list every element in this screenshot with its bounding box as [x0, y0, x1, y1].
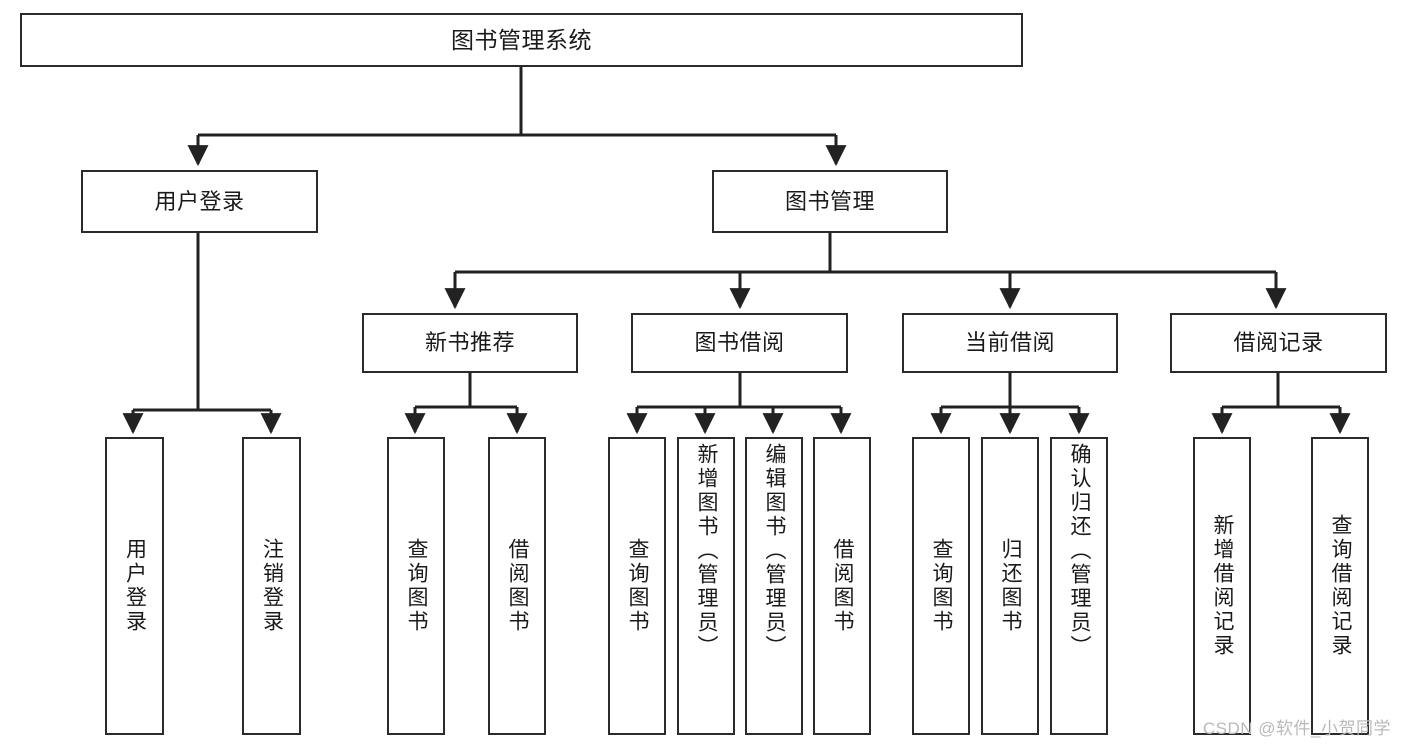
node-label: 借阅记录 [1233, 330, 1324, 356]
leaf-current-borrow-query-book[interactable]: 查询图书 [912, 437, 970, 735]
leaf-current-borrow-return-book[interactable]: 归还图书 [981, 437, 1039, 735]
node-label: 新书推荐 [424, 330, 515, 356]
node-label: 当前借阅 [964, 330, 1055, 356]
leaf-book-borrow-borrow-book[interactable]: 借阅图书 [813, 437, 871, 735]
node-label: 查询图书 [930, 538, 954, 634]
leaf-borrow-records-query-record[interactable]: 查询借阅记录 [1311, 437, 1369, 735]
node-label: 用户登录 [154, 188, 245, 214]
node-label: 新增图书（管理员） [695, 443, 719, 659]
node-label: 查询图书 [626, 538, 650, 634]
node-new-book-recommend[interactable]: 新书推荐 [362, 313, 578, 373]
node-label: 编辑图书（管理员） [763, 443, 787, 659]
node-user-login[interactable]: 用户登录 [81, 170, 318, 233]
leaf-new-book-query-book[interactable]: 查询图书 [387, 437, 445, 735]
leaf-new-book-borrow-book[interactable]: 借阅图书 [488, 437, 546, 735]
csdn-watermark: CSDN @软件_小贺同学 [1202, 719, 1391, 738]
leaf-borrow-records-add-record[interactable]: 新增借阅记录 [1193, 437, 1251, 735]
node-current-borrow[interactable]: 当前借阅 [902, 313, 1118, 373]
node-label: 注销登录 [260, 538, 284, 634]
node-label: 查询借阅记录 [1329, 514, 1353, 658]
node-label: 归还图书 [999, 538, 1023, 634]
leaf-user-login-logout[interactable]: 注销登录 [242, 437, 301, 735]
node-label: 图书管理系统 [451, 26, 592, 53]
node-book-management[interactable]: 图书管理 [712, 170, 948, 233]
node-label: 借阅图书 [831, 538, 855, 634]
node-label: 借阅图书 [506, 538, 530, 634]
leaf-book-borrow-edit-book-admin[interactable]: 编辑图书（管理员） [745, 437, 803, 735]
leaf-current-borrow-confirm-return-admin[interactable]: 确认归还（管理员） [1050, 437, 1108, 735]
leaf-book-borrow-add-book-admin[interactable]: 新增图书（管理员） [677, 437, 735, 735]
node-label: 确认归还（管理员） [1068, 443, 1092, 659]
node-label: 图书借阅 [694, 330, 785, 356]
leaf-user-login-login[interactable]: 用户登录 [105, 437, 164, 735]
node-label: 新增借阅记录 [1211, 514, 1235, 658]
node-root-book-management-system[interactable]: 图书管理系统 [20, 13, 1023, 67]
node-label: 用户登录 [123, 538, 147, 634]
node-label: 查询图书 [405, 538, 429, 634]
node-borrow-records[interactable]: 借阅记录 [1170, 313, 1387, 373]
leaf-book-borrow-query-book[interactable]: 查询图书 [608, 437, 666, 735]
node-label: 图书管理 [784, 188, 875, 214]
node-book-borrow[interactable]: 图书借阅 [631, 313, 848, 373]
